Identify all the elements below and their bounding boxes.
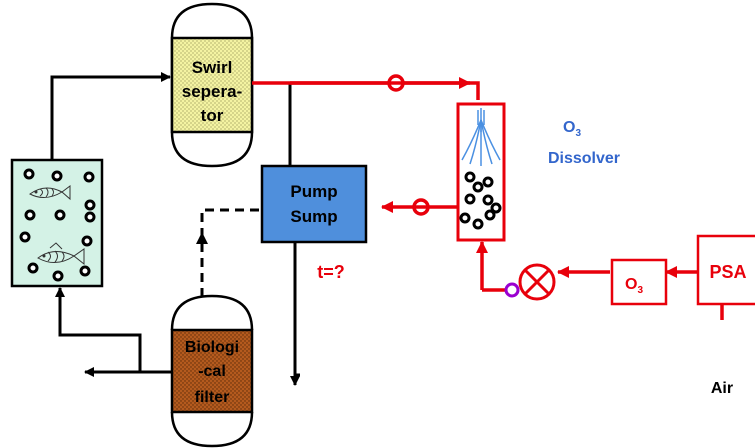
pump-sump-label-1: Pump — [290, 182, 337, 201]
gas-return-dashed — [200, 208, 262, 297]
fish-icon — [37, 242, 85, 266]
dissolver-name-label: Dissolver — [548, 150, 620, 167]
ozone-dissolver — [456, 102, 506, 242]
filter-to-tank-line — [55, 287, 142, 372]
o3-label: O3 — [625, 276, 643, 296]
spray-icon — [461, 108, 501, 166]
dashed-arrowhead — [196, 232, 208, 244]
check-valve-icon — [504, 282, 520, 298]
filter-label-3: filter — [195, 389, 230, 406]
psa-box — [696, 234, 755, 306]
ozone-valves — [387, 74, 430, 216]
filter-label-2: -cal — [198, 363, 226, 380]
dissolver-o3-label: O3 — [563, 119, 581, 139]
valve-icon — [412, 198, 430, 216]
pump-sump-label-2: Sump — [290, 207, 337, 226]
separator-label-1: Swirl — [192, 58, 233, 77]
tank-to-separator-line — [50, 72, 171, 160]
valve-icon — [387, 74, 405, 92]
separator-body — [170, 36, 254, 134]
psa-unit: PSA — [696, 234, 755, 306]
filter-body — [170, 328, 254, 414]
time-question-label: t=? — [317, 262, 345, 282]
dashed-filter-to-sump — [200, 208, 262, 297]
mixer-icon — [518, 263, 556, 301]
separator-label-2: sepera- — [182, 82, 242, 101]
tank-bubbles — [19, 168, 96, 282]
pump-sump-body — [260, 164, 368, 244]
separator-label-3: tor — [201, 106, 224, 125]
water-loop-lines — [50, 72, 300, 386]
biological-filter: Biologi -cal filter — [170, 294, 254, 448]
psa-label: PSA — [709, 262, 746, 282]
air-label: Air — [711, 380, 733, 397]
pump-sump: Pump Sump — [260, 164, 368, 244]
separator-to-dissolver-line — [252, 81, 480, 100]
ozone-generator: O3 — [610, 258, 668, 306]
fish-icon — [29, 185, 71, 201]
dissolver-bubbles — [459, 171, 502, 230]
fish-tank — [10, 158, 104, 288]
filter-label-1: Biologi — [185, 339, 239, 356]
swirl-separator: Swirl sepera- tor — [170, 2, 254, 168]
o3-box — [610, 258, 668, 306]
